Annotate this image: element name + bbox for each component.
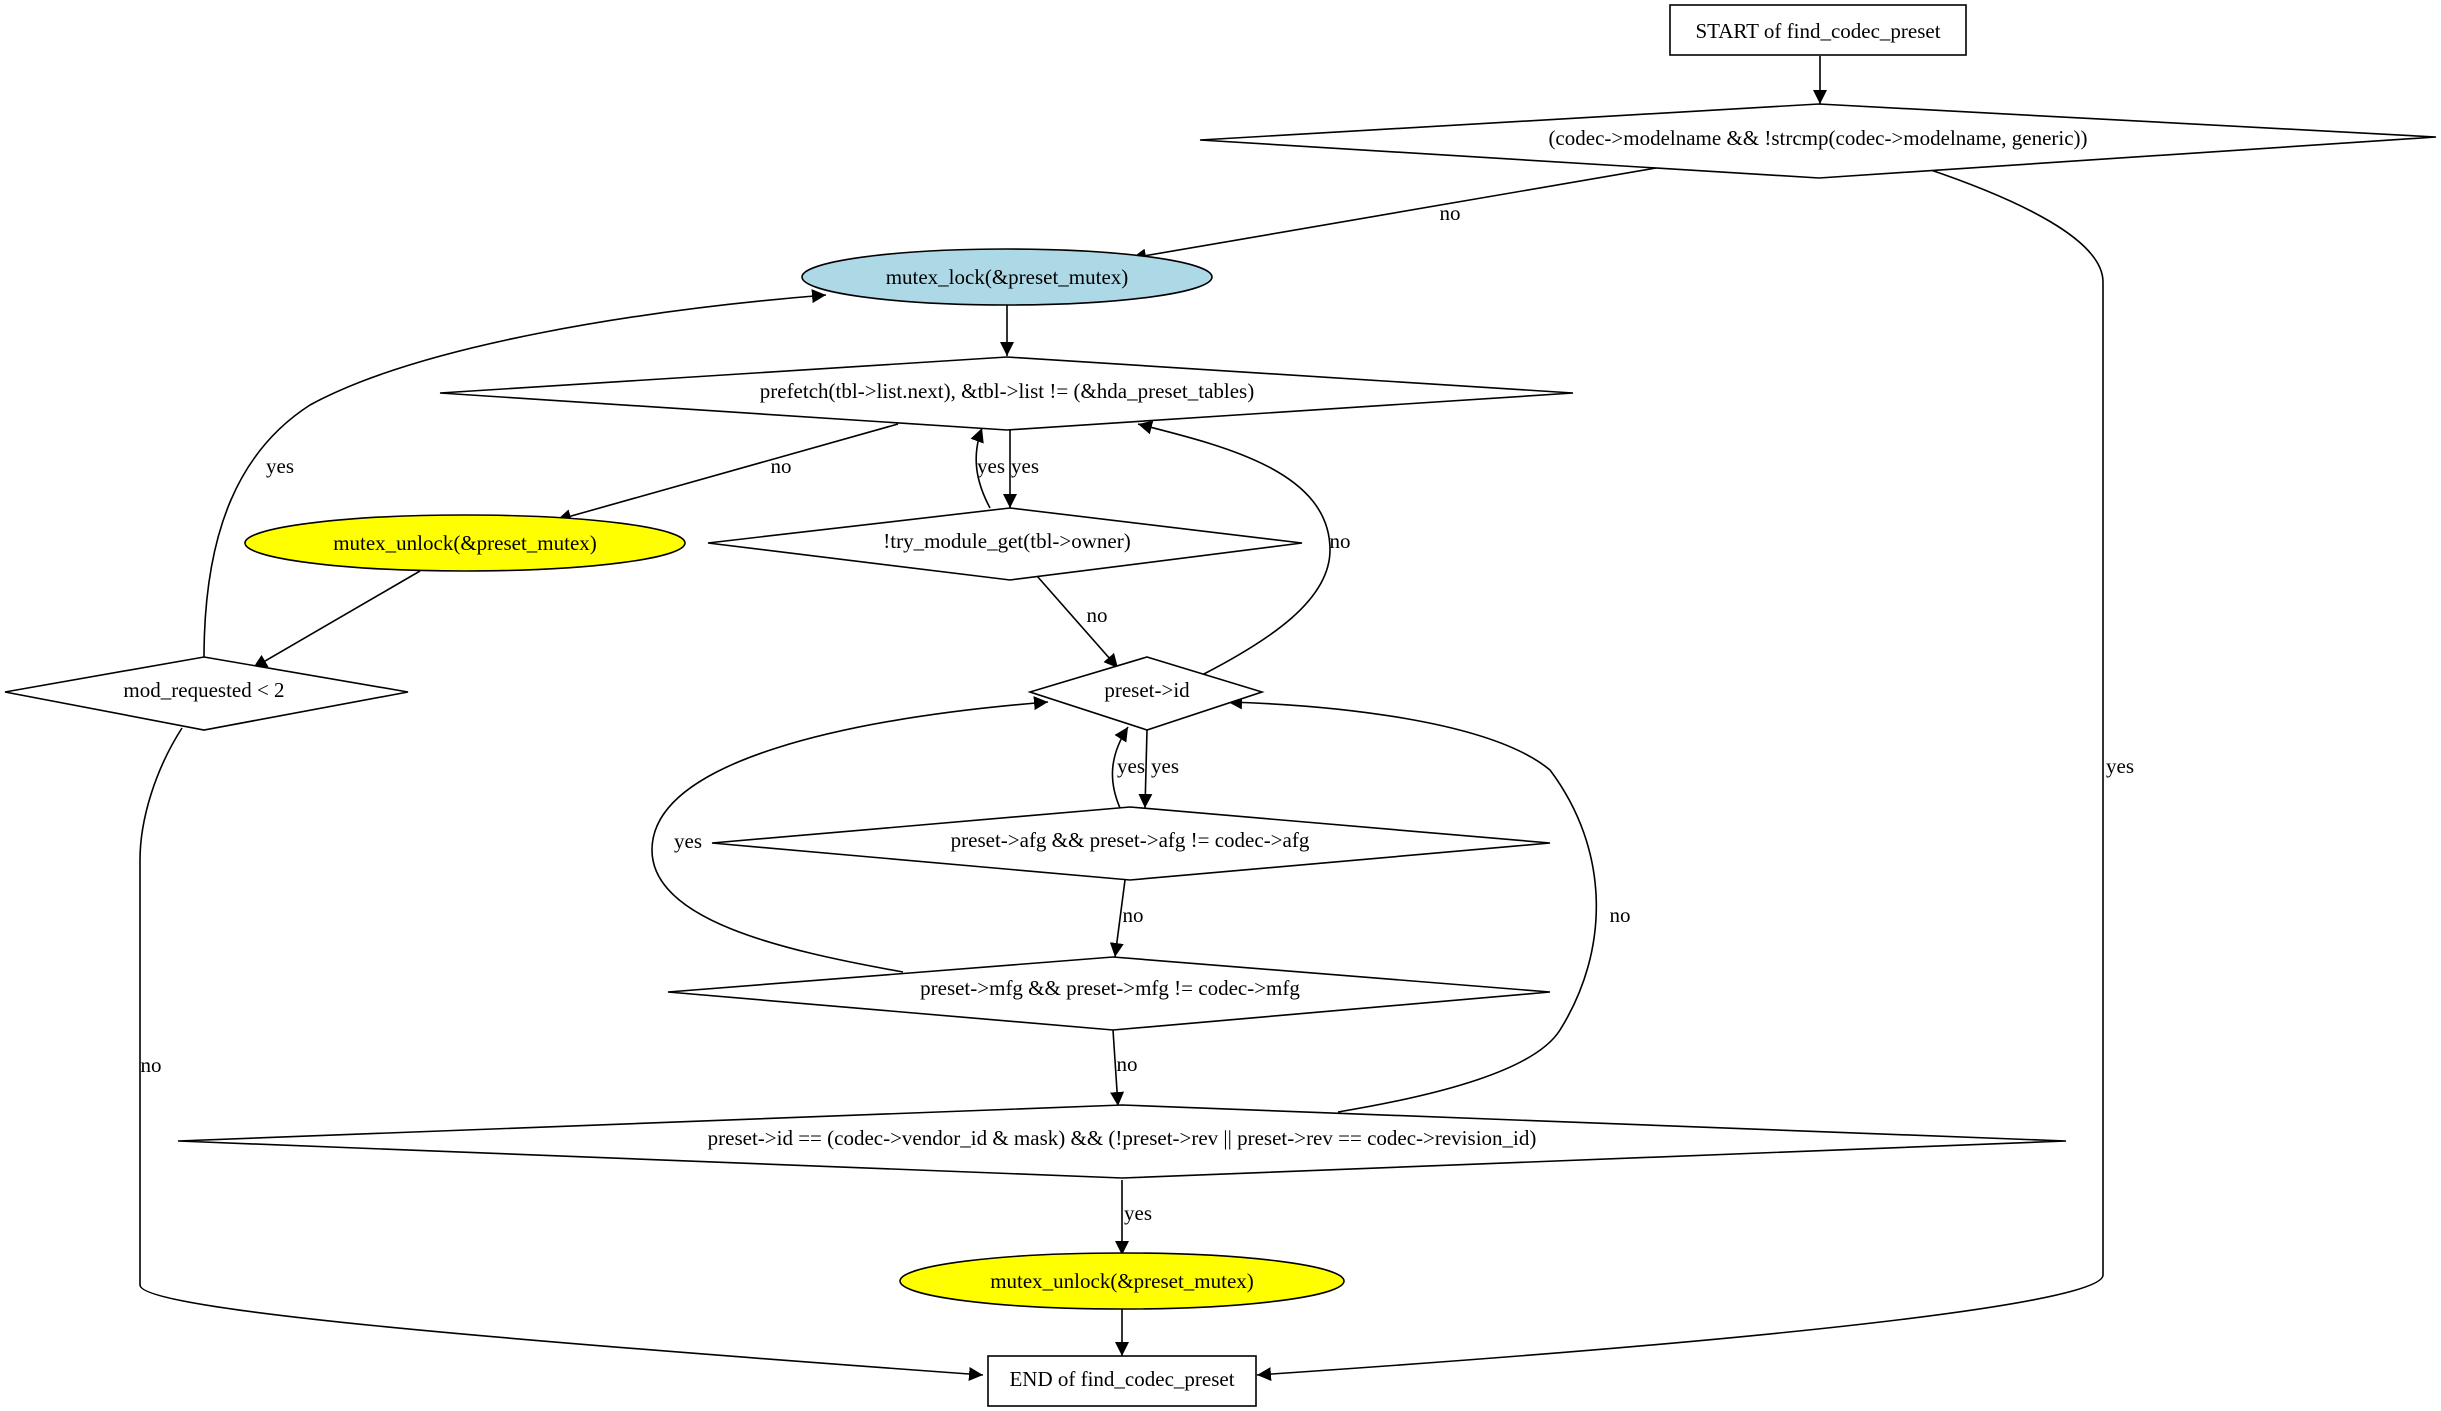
edge-try-module-yes [970, 427, 991, 509]
edge-labels: no yes no yes yes no yes no no yes yes y… [141, 201, 2135, 1225]
node-cond-preset-id: preset->id [1027, 656, 1265, 731]
mutex-unlock-bottom-ellipse [899, 1252, 1345, 1310]
edge-prefetch-no [556, 423, 899, 523]
edge-try-module-no [1036, 575, 1119, 669]
afg-diamond [711, 806, 1551, 881]
node-end: END of find_codec_preset [987, 1355, 1257, 1407]
afg-label: preset->afg && preset->afg != codec->afg [951, 828, 1310, 852]
node-cond-afg: preset->afg && preset->afg != codec->afg [711, 806, 1551, 881]
edge-preset-id-yes [1138, 729, 1153, 809]
node-cond-mfg: preset->mfg && preset->mfg != codec->mfg [667, 956, 1551, 1031]
edge-label-mod-requested-yes: yes [266, 454, 294, 478]
edge-mfg-no [1110, 1029, 1125, 1107]
match-label: preset->id == (codec->vendor_id & mask) … [708, 1126, 1537, 1150]
node-cond-modelname: (codec->modelname && !strcmp(codec->mode… [1199, 103, 2437, 179]
mod-requested-diamond [4, 656, 409, 731]
end-label: END of find_codec_preset [1009, 1367, 1234, 1391]
edge-label-preset-id-no: no [1330, 529, 1351, 553]
edge-mod-requested-no [139, 727, 984, 1381]
mutex-unlock-left-ellipse [244, 514, 686, 572]
start-label: START of find_codec_preset [1695, 19, 1940, 43]
mfg-label: preset->mfg && preset->mfg != codec->mfg [920, 976, 1300, 1000]
node-cond-mod-requested: mod_requested < 2 [4, 656, 409, 731]
mutex-lock-ellipse [801, 248, 1213, 306]
prefetch-diamond [439, 356, 1574, 431]
edge-label-prefetch-no: no [771, 454, 792, 478]
edges [139, 56, 2104, 1382]
modelname-diamond [1199, 103, 2437, 179]
edge-label-afg-yes-back: yes [1117, 754, 1145, 778]
edge-label-afg-no: no [1123, 903, 1144, 927]
edge-label-prefetch-yes: yes [1011, 454, 1039, 478]
edge-mfg-yes-loop [651, 696, 1049, 973]
edge-label-afg-yes-side: yes [674, 829, 702, 853]
edge-unlock-to-mod-requested [252, 570, 421, 669]
node-cond-match: preset->id == (codec->vendor_id & mask) … [177, 1104, 2067, 1179]
node-mutex-unlock-bottom: mutex_unlock(&preset_mutex) [899, 1252, 1345, 1310]
edge-preset-id-no [1137, 420, 1331, 676]
mod-requested-label: mod_requested < 2 [123, 678, 284, 702]
try-module-label: !try_module_get(tbl->owner) [883, 529, 1130, 553]
preset-id-label: preset->id [1104, 678, 1190, 702]
edge-label-mfg-no: no [1117, 1052, 1138, 1076]
edge-label-modelname-yes: yes [2106, 754, 2134, 778]
nodes: START of find_codec_preset (codec->model… [4, 4, 2437, 1407]
preset-id-diamond [1027, 656, 1265, 731]
edge-mod-requested-yes [203, 289, 827, 659]
mutex-unlock-bottom-label: mutex_unlock(&preset_mutex) [990, 1269, 1254, 1293]
node-cond-prefetch: prefetch(tbl->list.next), &tbl->list != … [439, 356, 1574, 431]
edge-modelname-no [1131, 167, 1657, 263]
start-box [1669, 4, 1967, 56]
mfg-diamond [667, 956, 1551, 1031]
node-mutex-unlock-left: mutex_unlock(&preset_mutex) [244, 514, 686, 572]
try-module-diamond [707, 507, 1303, 581]
match-diamond [177, 1104, 2067, 1179]
node-start: START of find_codec_preset [1669, 4, 1967, 56]
node-cond-try-module: !try_module_get(tbl->owner) [707, 507, 1303, 581]
edge-label-mod-requested-no: no [141, 1053, 162, 1077]
edge-modelname-yes [1256, 167, 2104, 1382]
node-mutex-lock: mutex_lock(&preset_mutex) [801, 248, 1213, 306]
edge-label-modelname-no: no [1440, 201, 1461, 225]
prefetch-label: prefetch(tbl->list.next), &tbl->list != … [760, 379, 1254, 403]
edge-label-match-no: no [1610, 903, 1631, 927]
mutex-lock-label: mutex_lock(&preset_mutex) [886, 265, 1129, 289]
edge-label-try-module-yes: yes [977, 454, 1005, 478]
edge-afg-no [1109, 879, 1126, 958]
edge-afg-yes-back [1111, 726, 1129, 809]
edge-label-try-module-no: no [1087, 603, 1108, 627]
edge-match-no [1227, 695, 1598, 1113]
modelname-label: (codec->modelname && !strcmp(codec->mode… [1548, 126, 2087, 150]
edge-label-preset-id-yes: yes [1151, 754, 1179, 778]
end-box [987, 1355, 1257, 1407]
edge-label-match-yes: yes [1124, 1201, 1152, 1225]
mutex-unlock-left-label: mutex_unlock(&preset_mutex) [333, 531, 597, 555]
